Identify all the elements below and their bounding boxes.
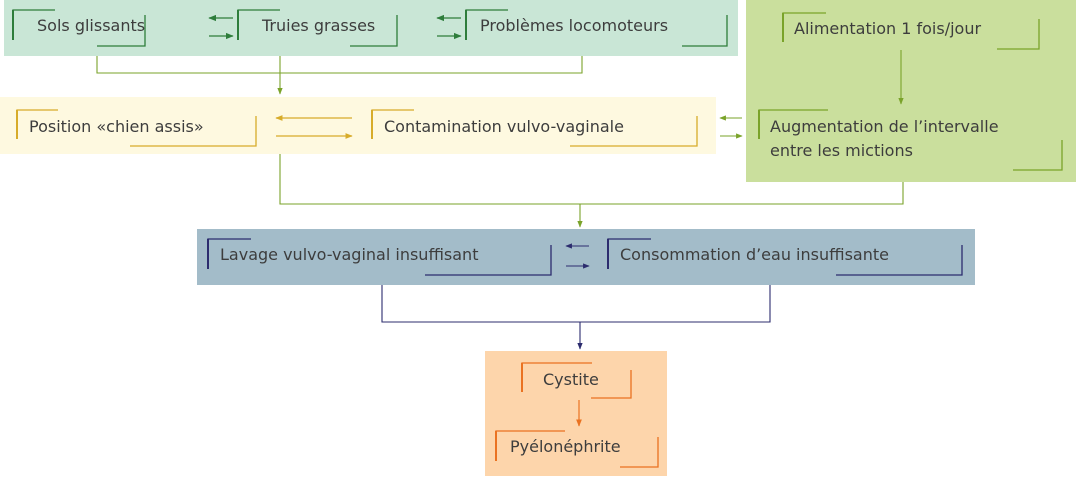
node-pyelonephrite: Pyélonéphrite bbox=[510, 437, 621, 456]
node-problemes-locomoteurs: Problèmes locomoteurs bbox=[480, 16, 669, 35]
green-row-merge-line bbox=[96, 56, 583, 74]
node-sols-glissants: Sols glissants bbox=[37, 16, 146, 35]
node-augmentation-line1: Augmentation de l’intervalle bbox=[770, 117, 999, 136]
blue-panel bbox=[197, 229, 975, 285]
olive-panel bbox=[746, 0, 1076, 182]
node-truies-grasses: Truies grasses bbox=[262, 16, 376, 35]
yellow-panel bbox=[0, 97, 716, 154]
yellow-olive-merge-line bbox=[279, 154, 904, 205]
node-alimentation: Alimentation 1 fois/jour bbox=[794, 19, 982, 38]
node-position-chien-assis: Position «chien assis» bbox=[29, 117, 204, 136]
node-contamination: Contamination vulvo-vaginale bbox=[384, 117, 624, 136]
node-lavage: Lavage vulvo-vaginal insuffisant bbox=[220, 245, 479, 264]
blue-row-merge-line bbox=[381, 285, 771, 323]
node-consommation: Consommation d’eau insuffisante bbox=[620, 245, 889, 264]
node-cystite: Cystite bbox=[543, 370, 599, 389]
orange-panel bbox=[485, 351, 667, 476]
node-augmentation-line2: entre les mictions bbox=[770, 141, 913, 160]
green-panel bbox=[4, 0, 738, 56]
